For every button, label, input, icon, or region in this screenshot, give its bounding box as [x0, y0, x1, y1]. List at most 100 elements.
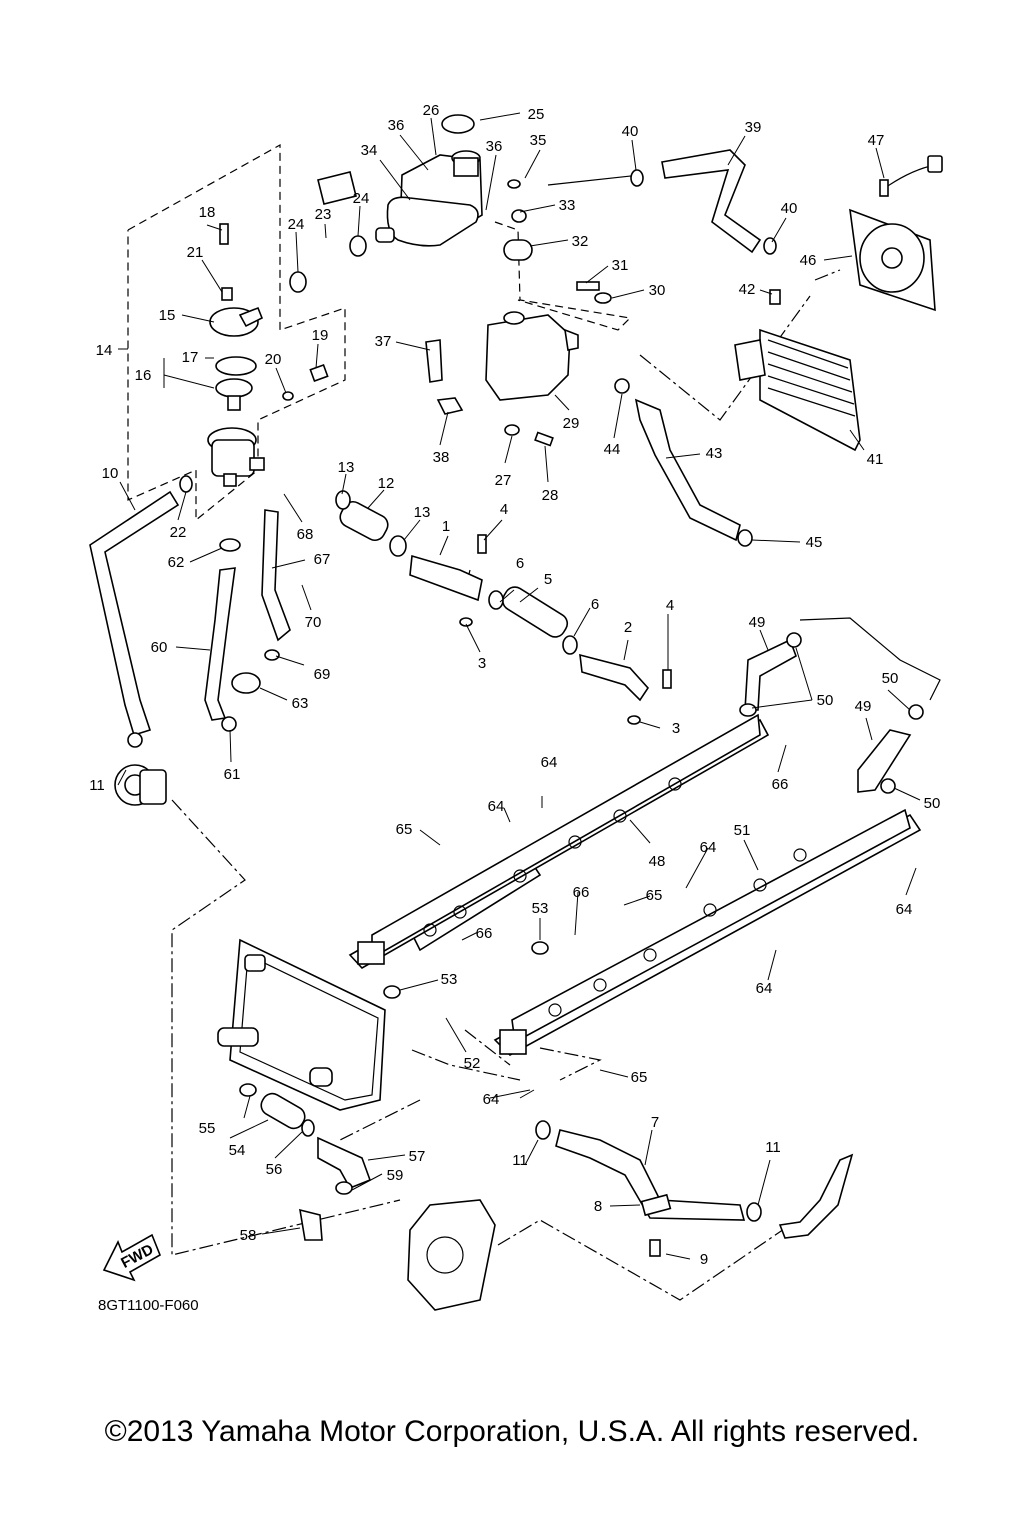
callout-label: 61 [224, 766, 241, 783]
callout-label: 45 [806, 534, 823, 551]
callout-label: 64 [896, 901, 913, 918]
callout-label: 5 [544, 571, 552, 588]
callout-label: 54 [229, 1142, 246, 1159]
callout-label: 58 [240, 1227, 257, 1244]
callout-label: 64 [756, 980, 773, 997]
callout-label: 1 [442, 518, 450, 535]
callout-label: 2 [624, 619, 632, 636]
callout-label: 17 [182, 349, 199, 366]
lower-heat-exchanger [217, 938, 386, 1111]
callout-label: 67 [314, 551, 331, 568]
callout-label: 30 [649, 282, 666, 299]
callout-label: 6 [516, 555, 524, 572]
heat-exchanger-rail-48 [348, 713, 770, 970]
callout-label: 43 [706, 445, 723, 462]
callout-label: 24 [288, 216, 305, 233]
fwd-arrow-icon: FWD [102, 1233, 162, 1282]
callout-label: 29 [563, 415, 580, 432]
copyright-notice: ©2013 Yamaha Motor Corporation, U.S.A. A… [104, 1415, 920, 1448]
callout-label: 55 [199, 1120, 216, 1137]
callout-label: 36 [486, 138, 503, 155]
callout-label: 41 [867, 451, 884, 468]
callout-label: 6 [591, 596, 599, 613]
callout-label: 13 [338, 459, 355, 476]
callout-label: 24 [353, 190, 370, 207]
callout-label: 48 [649, 853, 666, 870]
callout-label: 40 [781, 200, 798, 217]
callout-label: 22 [170, 524, 187, 541]
callout-labels: 1 2 3 3 4 4 5 6 6 7 8 9 10 11 11 11 12 1… [89, 102, 940, 1268]
callout-label: 69 [314, 666, 331, 683]
reservoir-bottle [485, 239, 579, 401]
callout-label: 9 [700, 1251, 708, 1268]
callout-label: 70 [305, 614, 322, 631]
callout-label: 66 [573, 884, 590, 901]
callout-label: 66 [476, 925, 493, 942]
callout-label: 46 [800, 252, 817, 269]
water-pump [114, 764, 167, 806]
callout-label: 10 [102, 465, 119, 482]
callout-label: 14 [96, 342, 113, 359]
callout-label: 40 [622, 123, 639, 140]
callout-label: 50 [924, 795, 941, 812]
callout-label: 4 [500, 501, 508, 518]
callout-label: 50 [882, 670, 899, 687]
callout-label: 65 [646, 887, 663, 904]
callout-label: 64 [488, 798, 505, 815]
callout-label: 64 [483, 1091, 500, 1108]
callout-label: 20 [265, 351, 282, 368]
callout-label: 42 [739, 281, 756, 298]
callout-label: 34 [361, 142, 378, 159]
heat-exchanger-rail-51 [493, 617, 941, 1056]
callout-label: 8 [594, 1198, 602, 1215]
callout-label: 53 [532, 900, 549, 917]
callout-label: 18 [199, 204, 216, 221]
callout-label: 64 [541, 754, 558, 771]
callout-label: 11 [89, 777, 105, 794]
leader-lines [117, 112, 921, 1260]
callout-label: 12 [378, 475, 395, 492]
callout-label: 65 [396, 821, 413, 838]
callout-label: 39 [745, 119, 762, 136]
callout-label: 66 [772, 776, 789, 793]
thermostat-housing [207, 306, 265, 487]
callout-label: 26 [423, 102, 440, 119]
callout-label: 44 [604, 441, 621, 458]
callout-label: 21 [187, 244, 204, 261]
callout-label: 64 [700, 839, 717, 856]
callout-label: 23 [315, 206, 332, 223]
callout-label: 33 [559, 197, 576, 214]
callout-label: 11 [512, 1152, 528, 1169]
callout-label: 13 [414, 504, 431, 521]
callout-label: 25 [528, 106, 545, 123]
callout-label: 35 [530, 132, 547, 149]
hoses [89, 149, 912, 1241]
callout-label: 49 [749, 614, 766, 631]
pump-cover [407, 1199, 496, 1311]
callout-label: 27 [495, 472, 512, 489]
callout-label: 16 [135, 367, 152, 384]
callout-label: 49 [855, 698, 872, 715]
callout-label: 36 [388, 117, 405, 134]
callout-label: 37 [375, 333, 392, 350]
callout-label: 53 [441, 971, 458, 988]
clamps-and-fasteners [127, 169, 924, 1257]
callout-label: 3 [672, 720, 680, 737]
cooling-fan [849, 155, 943, 312]
callout-label: 3 [478, 655, 486, 672]
callout-label: 59 [387, 1167, 404, 1184]
radiator [734, 328, 861, 452]
callout-label: 50 [817, 692, 834, 709]
reservoir-cap [503, 239, 533, 261]
callout-label: 38 [433, 449, 450, 466]
callout-label: 31 [612, 257, 629, 274]
callout-label: 19 [312, 327, 329, 344]
callout-label: 15 [159, 307, 176, 324]
callout-label: 4 [666, 597, 674, 614]
callout-label: 28 [542, 487, 559, 504]
callout-label: 52 [464, 1055, 481, 1072]
callout-label: 62 [168, 554, 185, 571]
callout-label: 57 [409, 1148, 426, 1165]
reservoir-group-box [494, 221, 632, 331]
